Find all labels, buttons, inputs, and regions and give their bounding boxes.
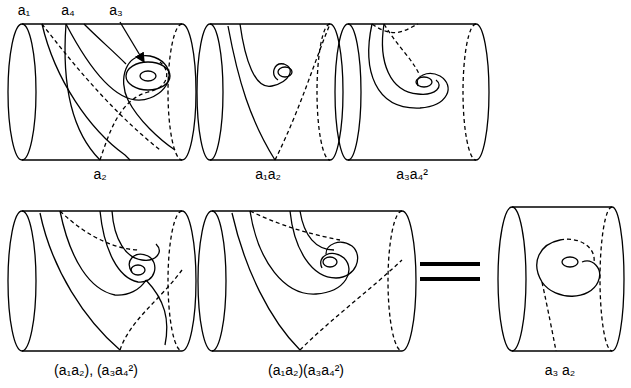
curve-label: a₂ bbox=[91, 166, 108, 183]
curve-label: (a₁a₂)(a₃a₄²) bbox=[266, 362, 346, 379]
curve-label: a₁ bbox=[16, 2, 33, 19]
cylinder-5 bbox=[198, 211, 416, 351]
cylinder-4 bbox=[8, 211, 196, 351]
cylinder-6 bbox=[498, 207, 624, 351]
curve-label: a₃a₄² bbox=[394, 166, 430, 183]
curve-label: a₁a₂ bbox=[253, 166, 283, 183]
curve-label: a₄ bbox=[59, 2, 77, 19]
cylinder-3 bbox=[335, 24, 489, 160]
curve-label: a₃ a₂ bbox=[543, 362, 578, 379]
equals-sign bbox=[420, 264, 480, 279]
cylinder-2 bbox=[197, 24, 343, 160]
curve-label: a₃ bbox=[107, 2, 125, 19]
cylinder-1 bbox=[8, 22, 196, 160]
curve-label: (a₁a₂), (a₃a₄²) bbox=[52, 362, 140, 379]
